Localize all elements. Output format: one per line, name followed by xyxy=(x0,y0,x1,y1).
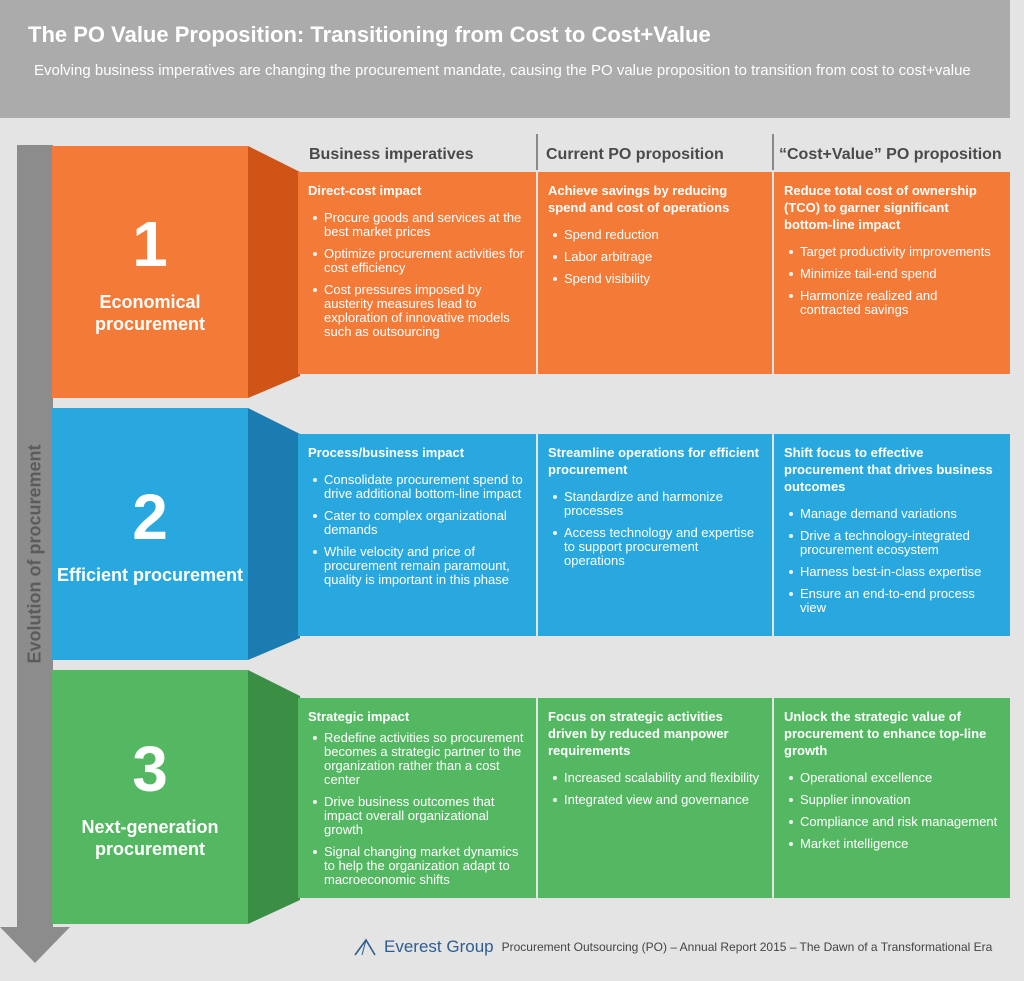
stage-1-business-cell: Direct-cost impact Procure goods and ser… xyxy=(298,172,536,374)
stage-3-panel: 3 Next-generation procurement xyxy=(52,670,248,924)
bullet-item: Access technology and expertise to suppo… xyxy=(548,526,762,568)
cell-heading: Direct-cost impact xyxy=(308,183,422,198)
stage-2-panel: 2 Efficient procurement xyxy=(52,408,248,660)
page-title: The PO Value Proposition: Transitioning … xyxy=(28,22,711,47)
stage-3-costvalue-cell: Unlock the strategic value of procuremen… xyxy=(774,698,1010,898)
bullet-item: Spend visibility xyxy=(548,272,762,286)
bullet-item: Operational excellence xyxy=(784,771,1000,785)
stage-3-business-cell: Strategic impact Redefine activities so … xyxy=(298,698,536,898)
bullet-list: Standardize and harmonize processes Acce… xyxy=(548,490,762,568)
bullet-item: Harness best-in-class expertise xyxy=(784,565,1000,579)
stage-2-current-cell: Streamline operations for efficient proc… xyxy=(538,434,772,636)
bullet-item: Standardize and harmonize processes xyxy=(548,490,762,518)
stage-2-name: Efficient procurement xyxy=(56,565,244,585)
footer-brand: Everest Group xyxy=(384,937,494,956)
stage-3-number: 3 xyxy=(132,733,168,805)
bullet-item: Labor arbitrage xyxy=(548,250,762,264)
stage-1-current-cell: Achieve savings by reducing spend and co… xyxy=(538,172,772,374)
bullet-item: Drive a technology-integrated procuremen… xyxy=(784,529,1000,557)
footer: Everest Group Procurement Outsourcing (P… xyxy=(354,932,992,962)
bullet-item: Target productivity improvements xyxy=(784,245,1000,259)
bullet-item: Increased scalability and flexibility xyxy=(548,771,762,785)
bullet-item: Supplier innovation xyxy=(784,793,1000,807)
column-divider xyxy=(772,134,774,170)
bullet-list: Operational excellence Supplier innovati… xyxy=(784,771,1000,851)
bullet-item: Redefine activities so procurement becom… xyxy=(308,731,526,787)
bullet-item: Ensure an end-to-end process view xyxy=(784,587,1000,615)
cell-heading: Strategic impact xyxy=(308,709,410,724)
bullet-list: Target productivity improvements Minimiz… xyxy=(784,245,1000,317)
everest-logo-icon xyxy=(354,938,376,956)
column-divider xyxy=(536,134,538,170)
column-header-current-po: Current PO proposition xyxy=(546,146,724,163)
bullet-list: Manage demand variations Drive a technol… xyxy=(784,507,1000,615)
bullet-item: Compliance and risk management xyxy=(784,815,1000,829)
bullet-item: Manage demand variations xyxy=(784,507,1000,521)
bullet-list: Consolidate procurement spend to drive a… xyxy=(308,473,526,587)
stage-3-name: Next-generation procurement xyxy=(81,817,219,859)
header-banner: The PO Value Proposition: Transitioning … xyxy=(0,0,1010,118)
bullet-list: Increased scalability and flexibility In… xyxy=(548,771,762,807)
bullet-item: While velocity and price of procurement … xyxy=(308,545,526,587)
bullet-item: Market intelligence xyxy=(784,837,1000,851)
cell-heading: Shift focus to effective procurement tha… xyxy=(784,445,993,494)
stage-1-panel: 1 Economical procurement xyxy=(52,146,248,398)
cell-heading: Achieve savings by reducing spend and co… xyxy=(548,183,730,215)
stage-1-costvalue-cell: Reduce total cost of ownership (TCO) to … xyxy=(774,172,1010,374)
bullet-item: Drive business outcomes that impact over… xyxy=(308,795,526,837)
bullet-item: Harmonize realized and contracted saving… xyxy=(784,289,1000,317)
stage-2-business-cell: Process/business impact Consolidate proc… xyxy=(298,434,536,636)
stage-2-costvalue-cell: Shift focus to effective procurement tha… xyxy=(774,434,1010,636)
column-header-business-imperatives: Business imperatives xyxy=(309,146,474,163)
cell-heading: Reduce total cost of ownership (TCO) to … xyxy=(784,183,977,232)
stage-1-number: 1 xyxy=(132,208,168,280)
bullet-item: Procure goods and services at the best m… xyxy=(308,211,526,239)
footer-source: Procurement Outsourcing (PO) – Annual Re… xyxy=(501,940,993,954)
page-subtitle: Evolving business imperatives are changi… xyxy=(34,62,971,79)
bullet-list: Spend reduction Labor arbitrage Spend vi… xyxy=(548,228,762,286)
bullet-item: Consolidate procurement spend to drive a… xyxy=(308,473,526,501)
cell-heading: Focus on strategic activities driven by … xyxy=(548,709,729,758)
bullet-item: Cost pressures imposed by austerity meas… xyxy=(308,283,526,339)
bullet-item: Minimize tail-end spend xyxy=(784,267,1000,281)
stage-3-current-cell: Focus on strategic activities driven by … xyxy=(538,698,772,898)
bullet-item: Spend reduction xyxy=(548,228,762,242)
stage-2-funnel xyxy=(248,408,300,660)
evolution-label: Evolution of procurement xyxy=(24,444,45,664)
stage-1-name: Economical procurement xyxy=(94,292,206,334)
cell-heading: Unlock the strategic value of procuremen… xyxy=(784,709,987,758)
bullet-item: Cater to complex organizational demands xyxy=(308,509,526,537)
cell-heading: Streamline operations for efficient proc… xyxy=(548,445,759,477)
bullet-item: Signal changing market dynamics to help … xyxy=(308,845,526,887)
cell-heading: Process/business impact xyxy=(308,445,465,460)
bullet-item: Integrated view and governance xyxy=(548,793,762,807)
column-header-cost-value-po: “Cost+Value” PO proposition xyxy=(779,146,1002,163)
bullet-list: Procure goods and services at the best m… xyxy=(308,211,526,339)
evolution-arrow xyxy=(0,145,70,963)
stage-2-number: 2 xyxy=(132,481,168,553)
stage-1-funnel xyxy=(248,146,300,398)
bullet-list: Redefine activities so procurement becom… xyxy=(308,731,526,887)
bullet-item: Optimize procurement activities for cost… xyxy=(308,247,526,275)
stage-3-funnel xyxy=(248,670,300,924)
